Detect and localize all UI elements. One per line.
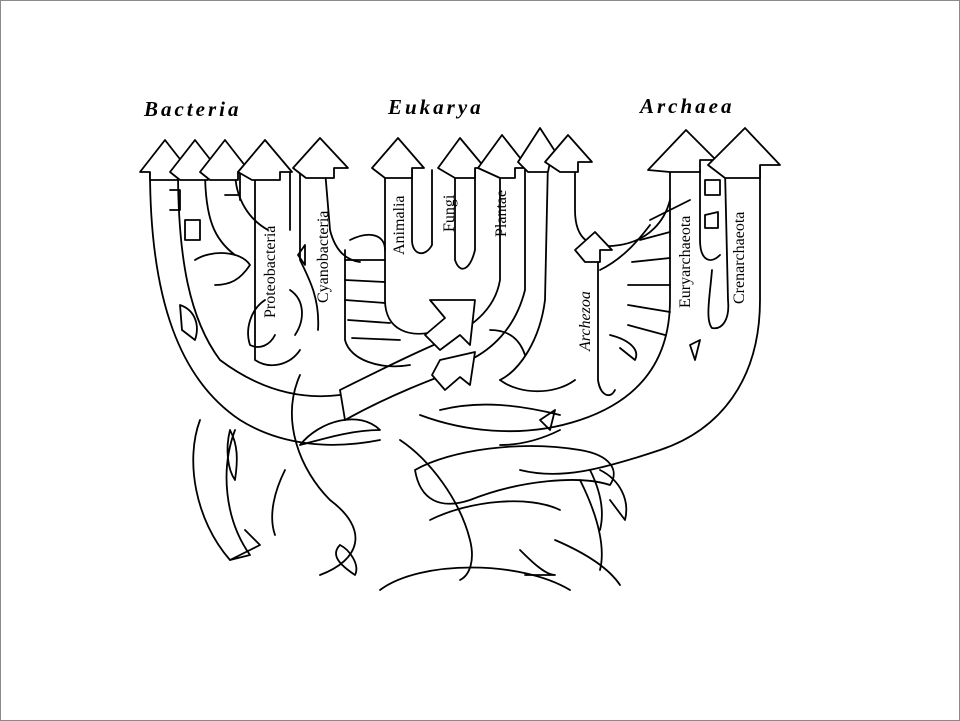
trunk-roots xyxy=(192,374,628,591)
archaea-branch xyxy=(414,164,761,531)
bacteria-branch xyxy=(149,169,381,446)
archaea-arrowheads xyxy=(574,127,781,263)
eukarya-domain-title: Eukarya xyxy=(388,95,484,119)
eukarya-arrowheads xyxy=(371,127,593,179)
euryarchaeota-label: Euryarchaeota xyxy=(677,215,694,308)
cyanobacteria-label: Cyanobacteria xyxy=(315,210,332,303)
plantae-label: Plantae xyxy=(493,189,510,237)
proteobacteria-label: Proteobacteria xyxy=(262,225,279,318)
fungi-label: Fungi xyxy=(441,194,458,232)
eukarya-branch xyxy=(339,159,671,421)
crenarchaeota-label: Crenarchaeota xyxy=(731,211,748,304)
animalia-label: Animalia xyxy=(391,195,408,255)
bacteria-domain-title: Bacteria xyxy=(144,97,242,121)
archezoa-label: Archezoa xyxy=(577,291,594,351)
archaea-domain-title: Archaea xyxy=(640,94,735,118)
bacteria-arrowheads xyxy=(139,137,349,181)
